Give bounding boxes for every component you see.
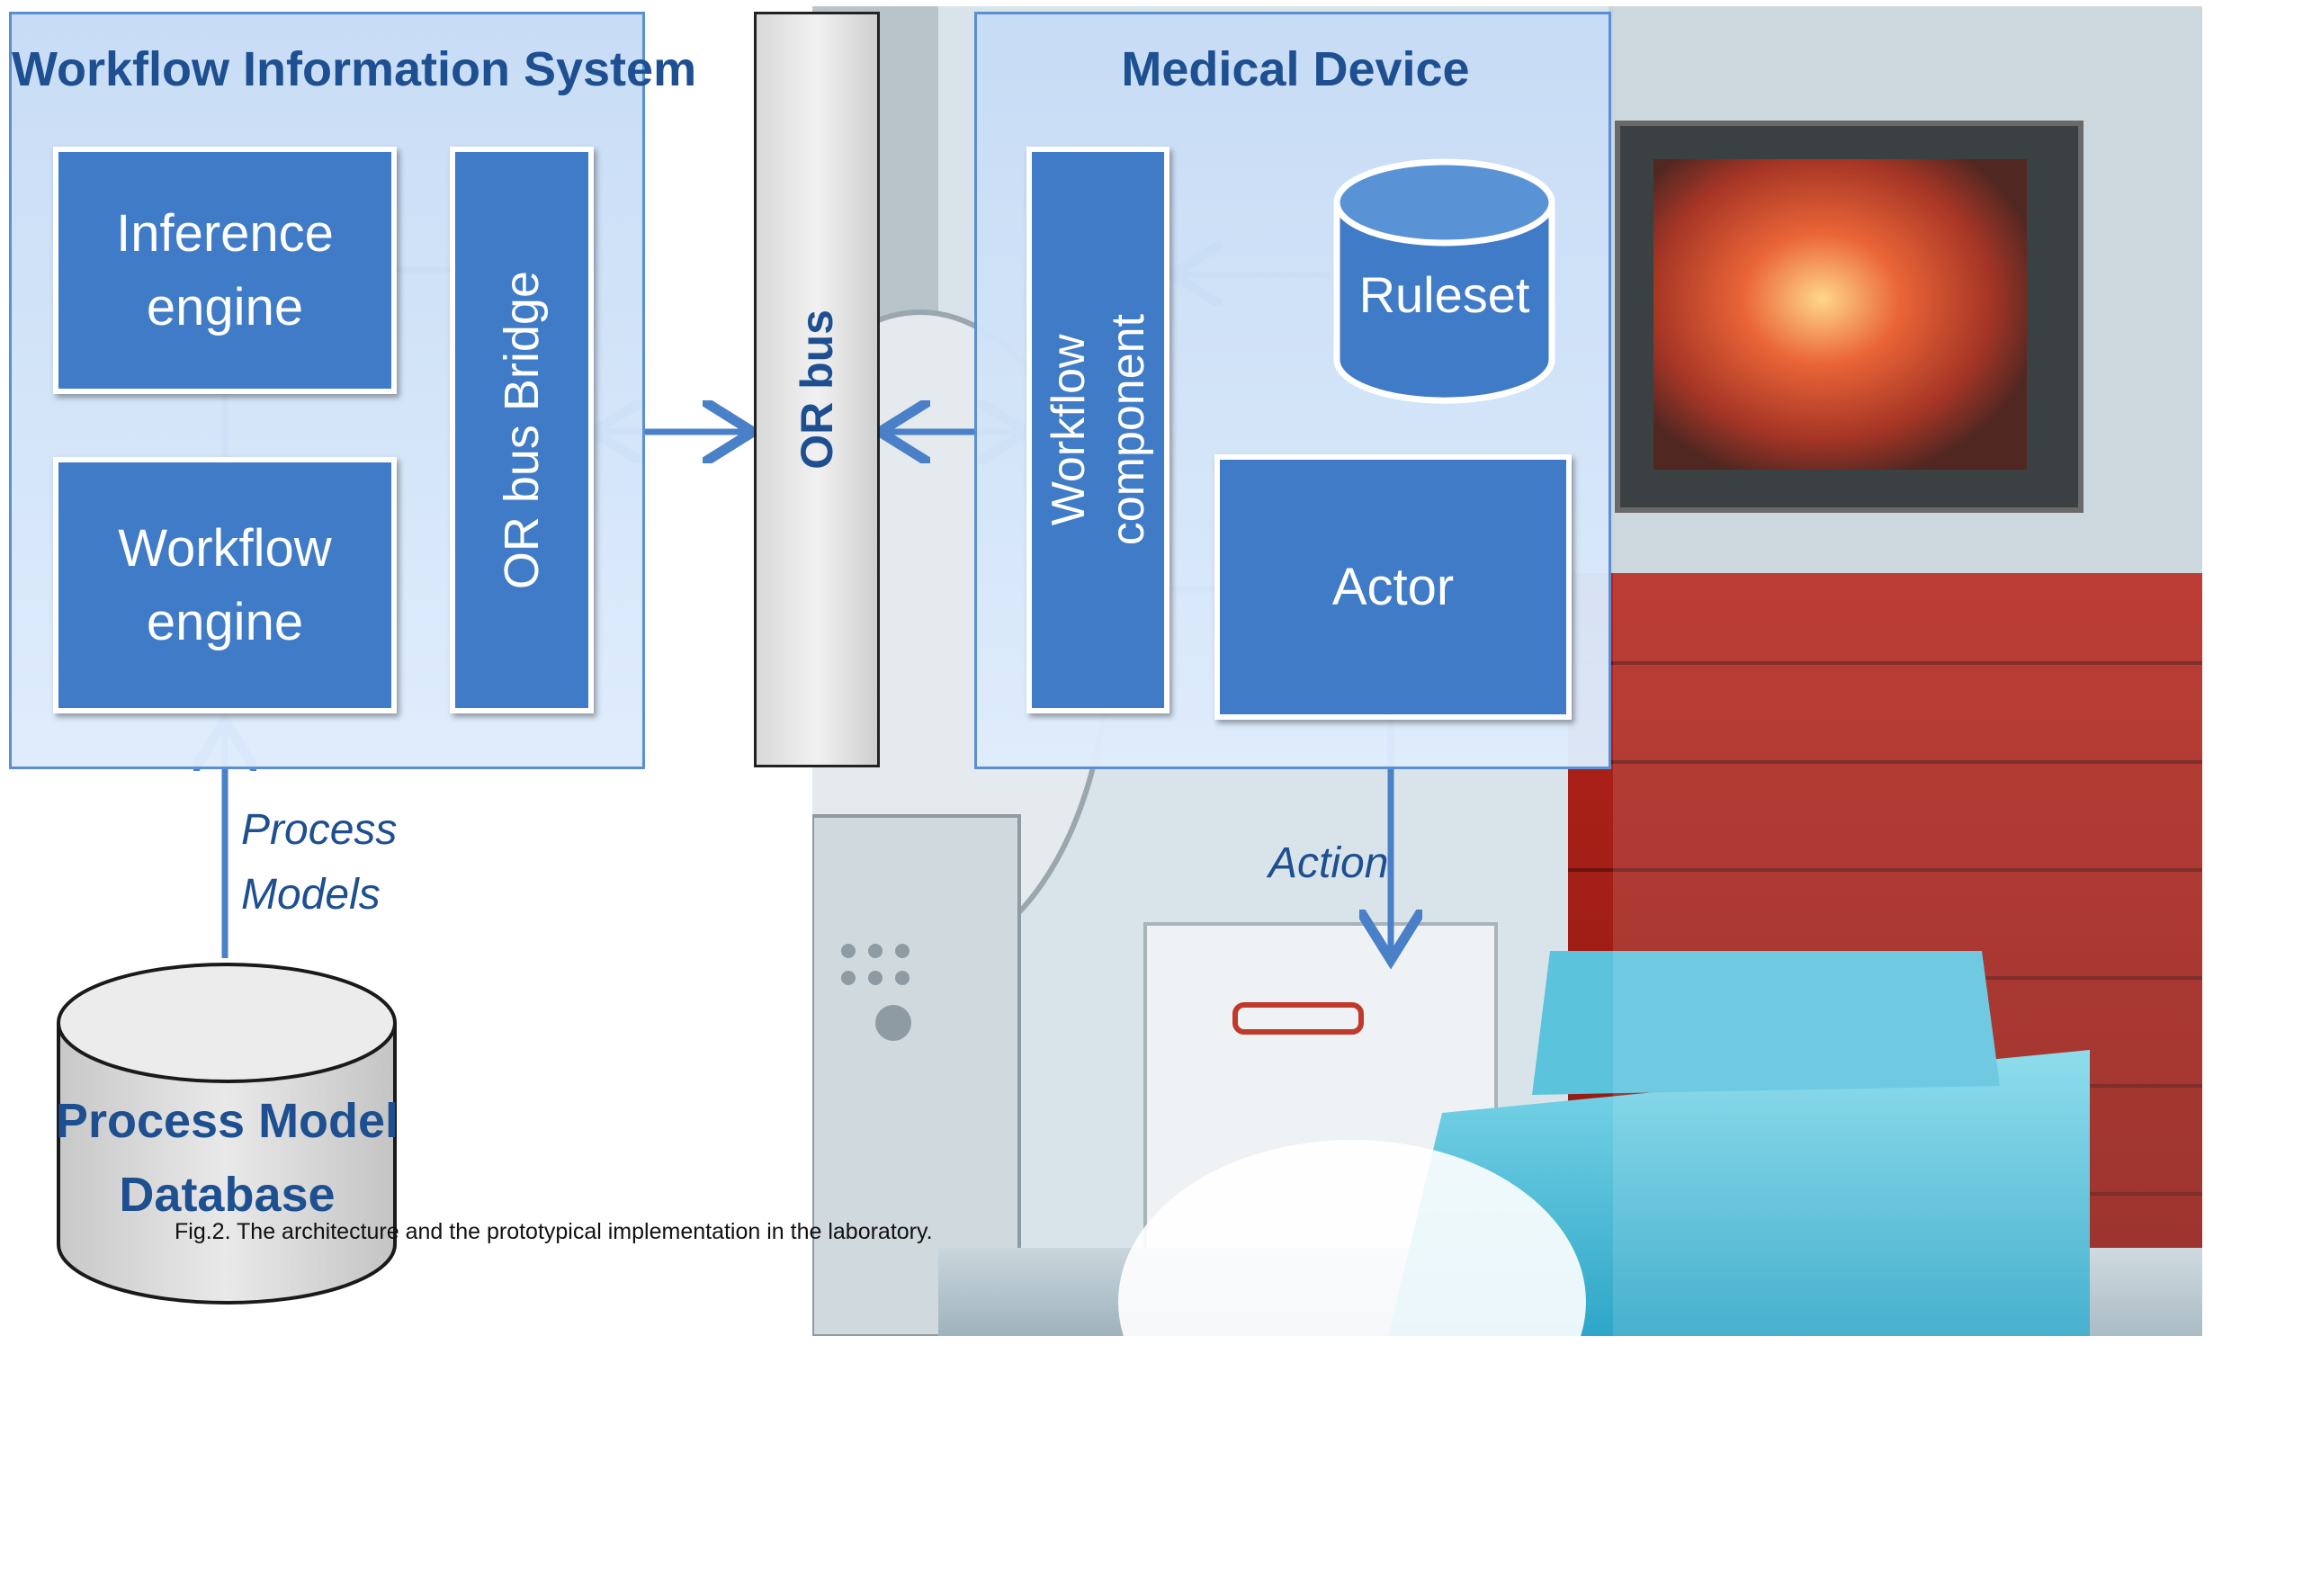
ruleset-label: Ruleset xyxy=(1358,266,1530,323)
or-bus-label: OR bus xyxy=(792,309,842,470)
workflow-engine-label: Workflow engine xyxy=(118,518,332,651)
inference-engine-label: Inference engine xyxy=(116,203,334,336)
process-model-database-label: Process Model Database xyxy=(55,1094,399,1222)
medical-device-title: Medical Device xyxy=(1121,42,1470,96)
workflow-information-system-title: Workflow Information System xyxy=(12,42,697,96)
workflow-engine-box: Workflow engine xyxy=(53,457,397,713)
inference-engine-box: Inference engine xyxy=(53,147,397,394)
or-bus-bar: OR bus xyxy=(754,12,880,767)
action-label: Action xyxy=(1268,839,1389,887)
actor-label: Actor xyxy=(1331,557,1455,616)
ruleset-cylinder-shape xyxy=(1333,158,1555,404)
process-model-database-shape xyxy=(57,963,397,1305)
process-model-database-cylinder: Process Model Database xyxy=(54,958,400,1309)
or-bus-bridge-label: OR bus Bridge xyxy=(495,270,549,590)
or-bus-bridge-box: OR bus Bridge xyxy=(450,147,594,713)
actor-box: Actor xyxy=(1214,454,1572,720)
workflow-component-box: Workflow component xyxy=(1026,147,1169,713)
figure-caption: Fig.2. The architecture and the prototyp… xyxy=(175,1219,933,1244)
workflow-component-label: Workflow component xyxy=(1042,314,1154,546)
process-models-label: Process Models xyxy=(241,806,398,919)
ruleset-cylinder: Ruleset xyxy=(1330,157,1559,405)
